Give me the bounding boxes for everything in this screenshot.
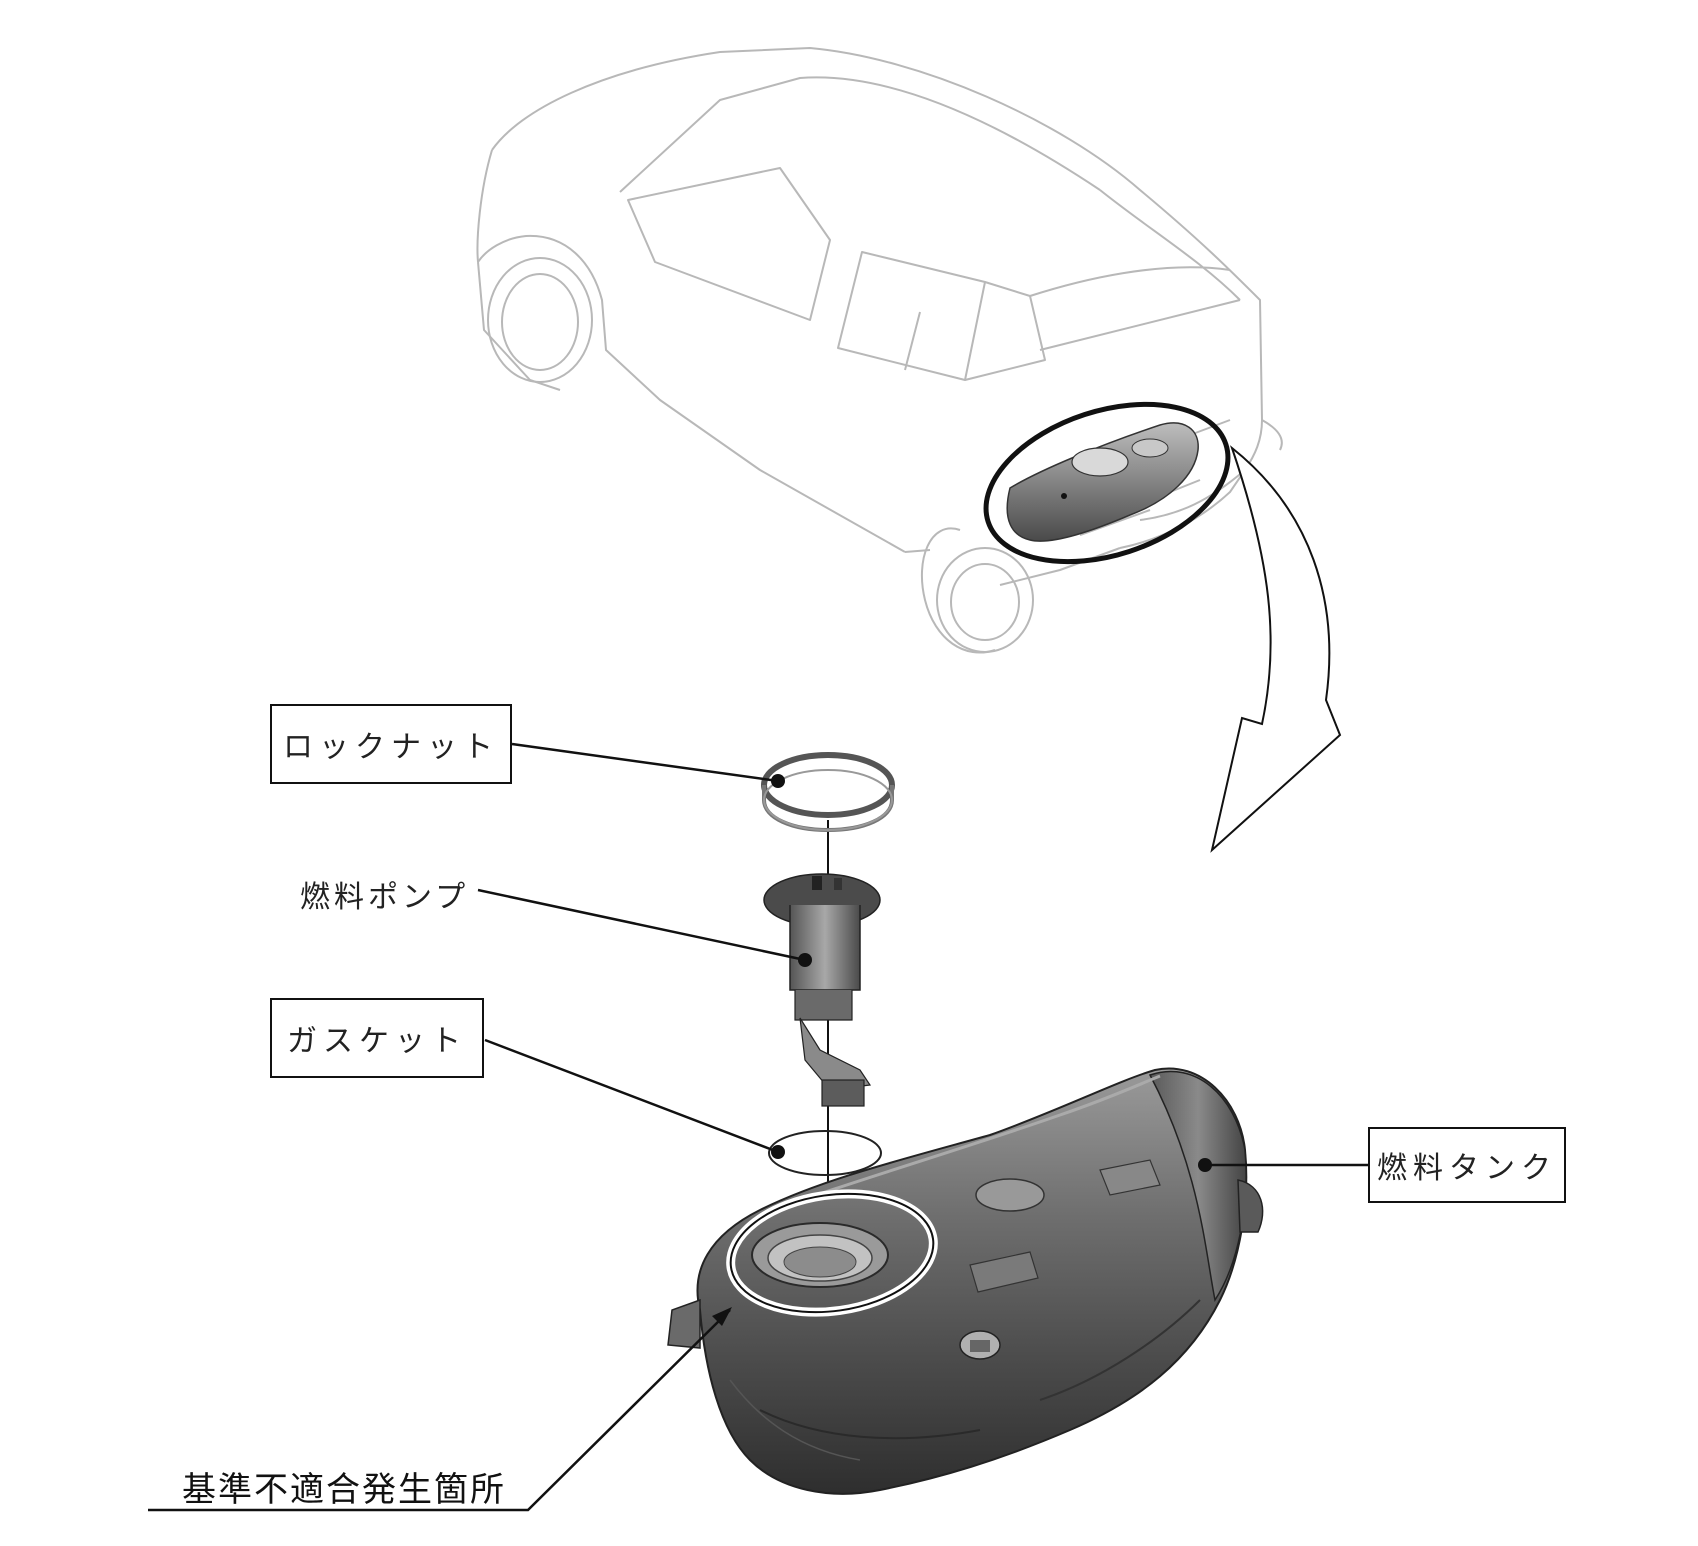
nonconformity-highlight — [726, 1189, 938, 1317]
leader-dots — [771, 774, 1212, 1172]
lock-nut-label: ロックナット — [270, 704, 512, 784]
callout-arrow — [1210, 445, 1342, 853]
fuel-pump-part — [763, 873, 881, 1107]
nonconformity-location-label: 基準不適合発生箇所 — [182, 1462, 506, 1511]
fuel-pump-label-text: 燃料ポンプ — [300, 880, 470, 915]
gasket-part — [768, 1130, 882, 1176]
nonconformity-location-label-text: 基準不適合発生箇所 — [182, 1470, 506, 1510]
nonconformity-arrowhead — [712, 1307, 732, 1326]
fuel-pump-label: 燃料ポンプ — [300, 872, 469, 916]
fuel-tank-label-text: 燃料タンク — [1377, 1151, 1557, 1186]
lock-nut-part — [761, 752, 895, 833]
lock-nut-label-text: ロックナット — [283, 730, 499, 765]
gasket-label-text: ガスケット — [287, 1024, 467, 1059]
fuel-tank-part — [667, 1067, 1264, 1495]
leader-lines — [148, 742, 1370, 1512]
fuel-tank-label: 燃料タンク — [1368, 1127, 1566, 1203]
car-tank-highlight-ellipse — [983, 401, 1231, 565]
car-fuel-tank-thumbnail — [1006, 422, 1199, 542]
gasket-label: ガスケット — [270, 998, 484, 1078]
car-outline — [476, 47, 1283, 654]
